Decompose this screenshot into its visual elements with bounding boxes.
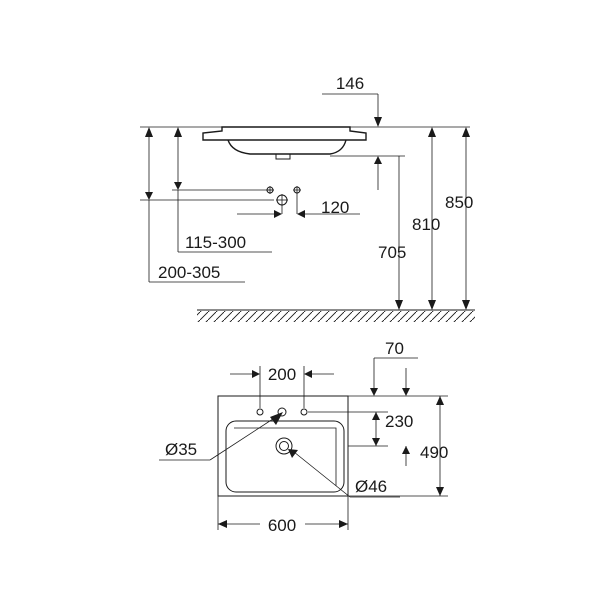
dim-120-label: 120 xyxy=(321,198,349,217)
dim-490: 490 xyxy=(420,396,448,496)
top-view: 200 70 230 xyxy=(159,339,448,535)
dim-drain-label: Ø46 xyxy=(355,477,387,496)
dim-810-label: 810 xyxy=(412,215,440,234)
dim-600-label: 600 xyxy=(268,516,296,535)
wall-valve-symbols xyxy=(266,186,301,214)
dim-705: 705 xyxy=(374,156,406,310)
side-view: 146 120 115-300 200-305 xyxy=(140,74,475,322)
dim-230-label: 230 xyxy=(385,412,413,431)
dim-70-label: 70 xyxy=(385,339,404,358)
dim-200-305: 200-305 xyxy=(145,127,245,283)
basin-profile xyxy=(202,126,367,160)
drain xyxy=(275,437,293,455)
dim-146: 146 xyxy=(322,74,382,127)
dim-drain-offset xyxy=(402,446,410,466)
dim-490-label: 490 xyxy=(420,443,448,462)
tap-holes xyxy=(256,407,308,417)
dim-115-300: 115-300 xyxy=(174,127,272,253)
floor-hatch xyxy=(197,309,475,322)
dim-200-label: 200 xyxy=(268,365,296,384)
basin-outline xyxy=(217,395,349,497)
dim-200-305-label: 200-305 xyxy=(158,263,220,282)
bowl-outline xyxy=(225,420,345,493)
dim-230: 230 xyxy=(372,412,413,446)
dim-drain-diameter: Ø46 xyxy=(288,449,400,498)
dim-tap-hole-label: Ø35 xyxy=(165,440,197,459)
dim-120: 120 xyxy=(237,198,360,218)
dim-115-300-label: 115-300 xyxy=(185,233,246,252)
dim-70: 70 xyxy=(370,339,418,396)
dim-tap-hole-diameter: Ø35 xyxy=(159,412,283,461)
dim-850: 850 xyxy=(445,127,473,310)
dim-810: 810 xyxy=(412,127,440,310)
dim-600: 600 xyxy=(217,496,349,535)
dim-200: 200 xyxy=(230,365,334,408)
dim-705-label: 705 xyxy=(378,243,406,262)
dim-146-label: 146 xyxy=(336,74,364,93)
dim-850-label: 850 xyxy=(445,193,473,212)
